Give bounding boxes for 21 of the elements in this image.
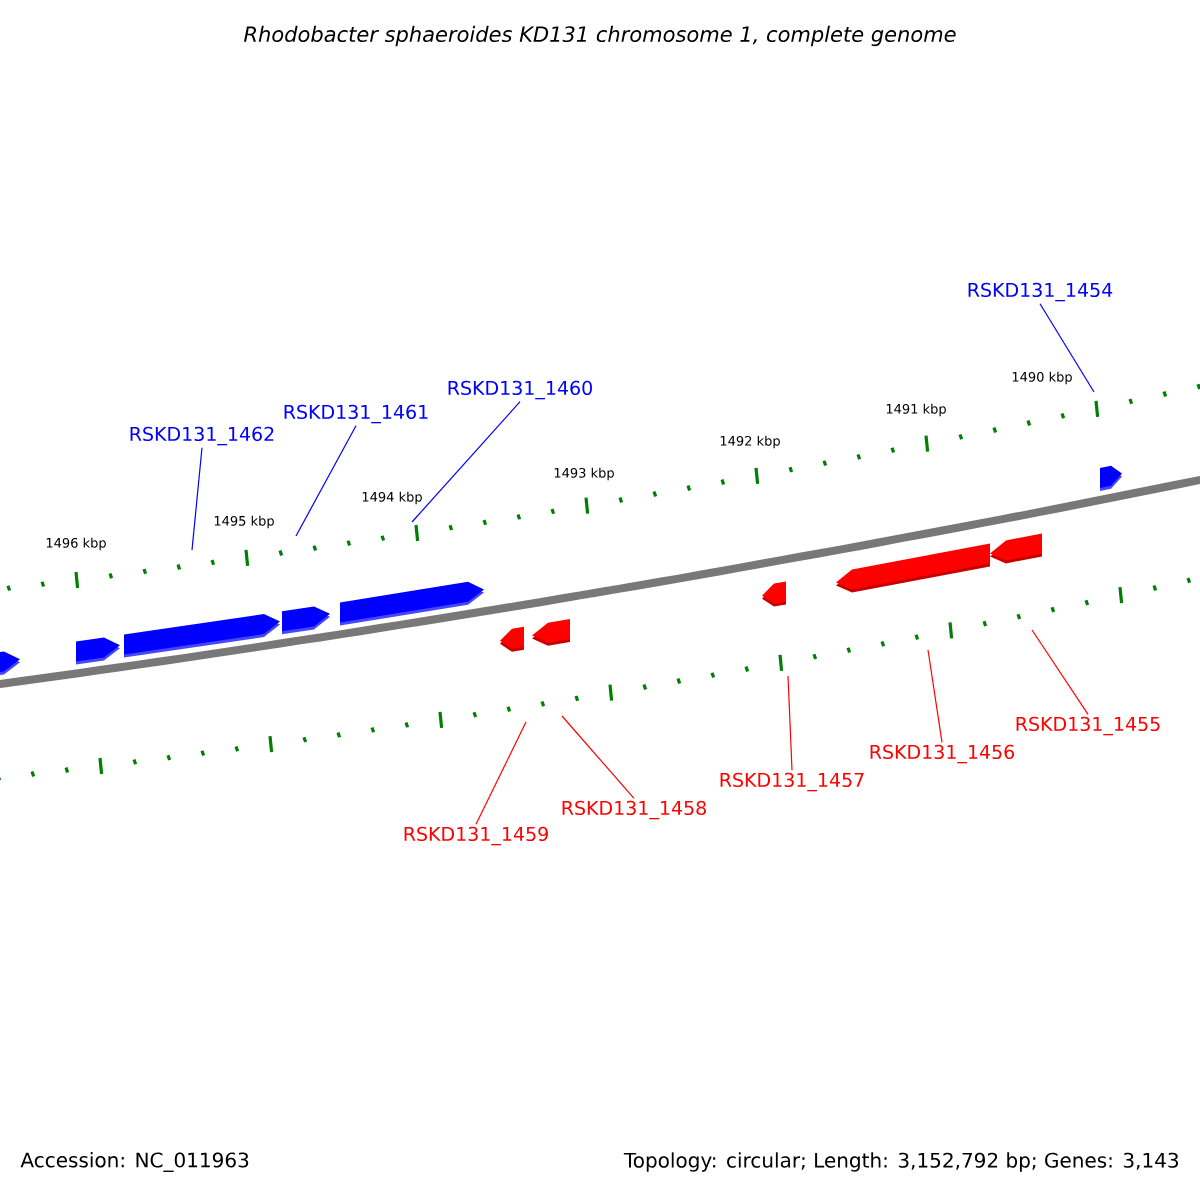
- gene-label: RSKD131_1458: [562, 800, 706, 820]
- title: Rhodobacter sphaeroides KD131 chromosome 1, complete genome: [244, 25, 956, 47]
- leader-line: [475, 721, 527, 825]
- gene-label: RSKD131_1455: [1016, 716, 1160, 736]
- leader-line: [787, 675, 793, 771]
- gene-label: RSKD131_1454: [968, 282, 1113, 302]
- leader-line: [561, 715, 635, 799]
- gene-label: RSKD131_1459: [404, 826, 548, 846]
- leader-line: [1039, 303, 1095, 393]
- gene-label: RSKD131_1460: [448, 380, 592, 400]
- summary-text: Topology: circular; Length: 3,152,792 bp; Genes: 3,143: [623, 1152, 1178, 1172]
- leader-line: [295, 425, 357, 537]
- gene-label: RSKD131_1457: [720, 772, 864, 792]
- accession-text: Accession: NC_011963: [20, 1152, 249, 1172]
- leader-line: [411, 401, 521, 523]
- leader-line: [1031, 629, 1089, 715]
- leader-line: [927, 649, 943, 743]
- gene-label: RSKD131_1461: [284, 404, 428, 424]
- leader-line: [191, 447, 203, 551]
- gene-label: RSKD131_1462: [130, 426, 274, 446]
- gene-label: RSKD131_1456: [870, 744, 1015, 764]
